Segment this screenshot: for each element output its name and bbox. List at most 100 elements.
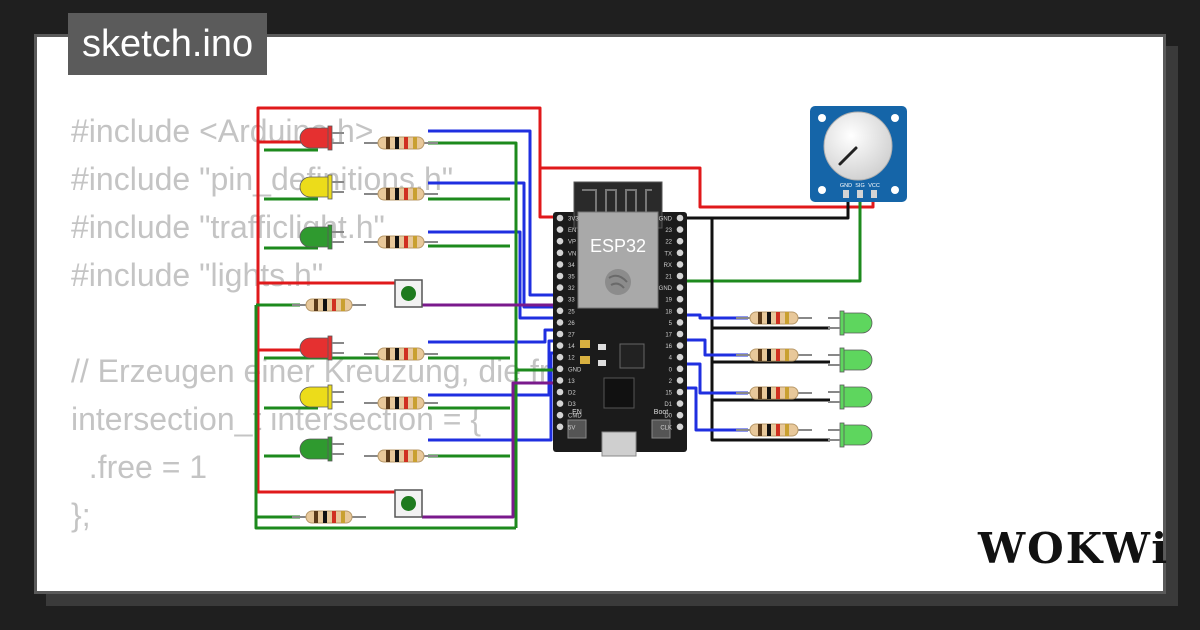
wire [422, 381, 557, 519]
pin-left[interactable] [556, 237, 564, 245]
pin-right[interactable] [676, 284, 684, 291]
led [299, 335, 344, 361]
led [299, 224, 344, 250]
pin-left[interactable] [556, 261, 564, 268]
pot-pin-label: GND [840, 183, 852, 189]
wire [428, 129, 557, 297]
pin-label: GND [659, 217, 673, 223]
pin-label: 25 [568, 309, 575, 315]
pin-left[interactable] [556, 353, 564, 361]
pin-left[interactable] [556, 423, 564, 431]
pin-right[interactable] [676, 342, 684, 349]
wire [256, 108, 395, 494]
pin-right[interactable] [676, 261, 684, 268]
pin-right[interactable] [676, 353, 684, 361]
pot-pin[interactable] [857, 190, 863, 198]
led [828, 384, 873, 410]
led [299, 174, 344, 200]
pot-pin-label: VCC [868, 183, 880, 189]
en-button[interactable] [567, 419, 587, 439]
leds [299, 125, 873, 462]
wire [712, 326, 830, 402]
pin-label: VN [568, 251, 576, 257]
wire [428, 328, 557, 344]
pin-label: 5V [568, 425, 575, 431]
led [299, 436, 344, 462]
wire [428, 181, 557, 309]
pin-label: 32 [568, 286, 575, 292]
pin-right[interactable] [676, 423, 684, 431]
usb-uart-chip [603, 377, 635, 409]
pin-right[interactable] [676, 237, 684, 245]
pin-label: 14 [568, 344, 575, 350]
pin-left[interactable] [556, 400, 564, 407]
pin-label: CMD [568, 414, 582, 420]
pin-right[interactable] [676, 319, 684, 326]
pot-knob[interactable] [823, 111, 893, 181]
pin-left[interactable] [556, 365, 564, 373]
pin-right[interactable] [676, 400, 684, 407]
pin-left[interactable] [556, 377, 564, 384]
pin-label: 33 [568, 298, 575, 304]
pin-label: GND [659, 286, 673, 292]
pin-label: 23 [665, 228, 672, 234]
pin-left[interactable] [556, 330, 564, 338]
pin-left[interactable] [556, 295, 564, 303]
pin-left[interactable] [556, 226, 564, 233]
pin-left[interactable] [556, 411, 564, 419]
wire [428, 339, 557, 397]
resistor [364, 136, 438, 150]
resistor [736, 348, 812, 362]
pin-right[interactable] [676, 272, 684, 280]
pin-label: 5 [669, 321, 673, 327]
pin-left[interactable] [556, 388, 564, 396]
wokwi-logo: WOKWi [978, 524, 1170, 573]
pin-right[interactable] [676, 307, 684, 315]
pin-left[interactable] [556, 272, 564, 280]
pin-left[interactable] [556, 319, 564, 326]
wire [540, 166, 875, 209]
pin-label: RX [664, 263, 672, 269]
resistor [364, 187, 438, 201]
file-title: sketch.ino [68, 13, 268, 75]
pot-pin[interactable] [871, 190, 877, 198]
pin-label: D2 [568, 391, 576, 397]
pin-label: 18 [665, 309, 672, 315]
boot-button[interactable] [651, 419, 671, 439]
pin-right[interactable] [676, 377, 684, 384]
wire [686, 195, 862, 283]
pot-pin-label: SIG [855, 183, 864, 189]
pin-left[interactable] [556, 249, 564, 257]
pin-right[interactable] [676, 330, 684, 338]
pin-right[interactable] [676, 365, 684, 373]
code-line: }; [71, 497, 91, 533]
pin-right[interactable] [676, 249, 684, 257]
left-pin-header: 3V3ENVPVN343532332526271412GND13D2D3CMD5… [556, 214, 582, 431]
regulator-chip [619, 343, 645, 369]
pin-right[interactable] [676, 226, 684, 233]
pin-left[interactable] [556, 342, 564, 349]
pin-label: 3V3 [568, 217, 579, 223]
resistor [292, 510, 366, 524]
resistor [736, 386, 812, 400]
wire [256, 106, 557, 219]
wire [264, 244, 510, 250]
pin-right[interactable] [676, 214, 684, 222]
pin-right[interactable] [676, 388, 684, 396]
pin-label: D3 [568, 402, 576, 408]
wire [683, 386, 748, 432]
pin-left[interactable] [556, 284, 564, 291]
push-button-2[interactable] [394, 489, 423, 518]
pin-right[interactable] [676, 411, 684, 419]
pot-pin[interactable] [843, 190, 849, 198]
pin-label: D0 [664, 414, 672, 420]
pin-right[interactable] [676, 295, 684, 303]
code-line: .free = 1 [71, 449, 208, 485]
pin-label: TX [664, 251, 672, 257]
pin-left[interactable] [556, 307, 564, 315]
push-button-1[interactable] [394, 279, 423, 308]
led [828, 422, 873, 448]
pin-left[interactable] [556, 214, 564, 222]
pin-label: 13 [568, 379, 575, 385]
